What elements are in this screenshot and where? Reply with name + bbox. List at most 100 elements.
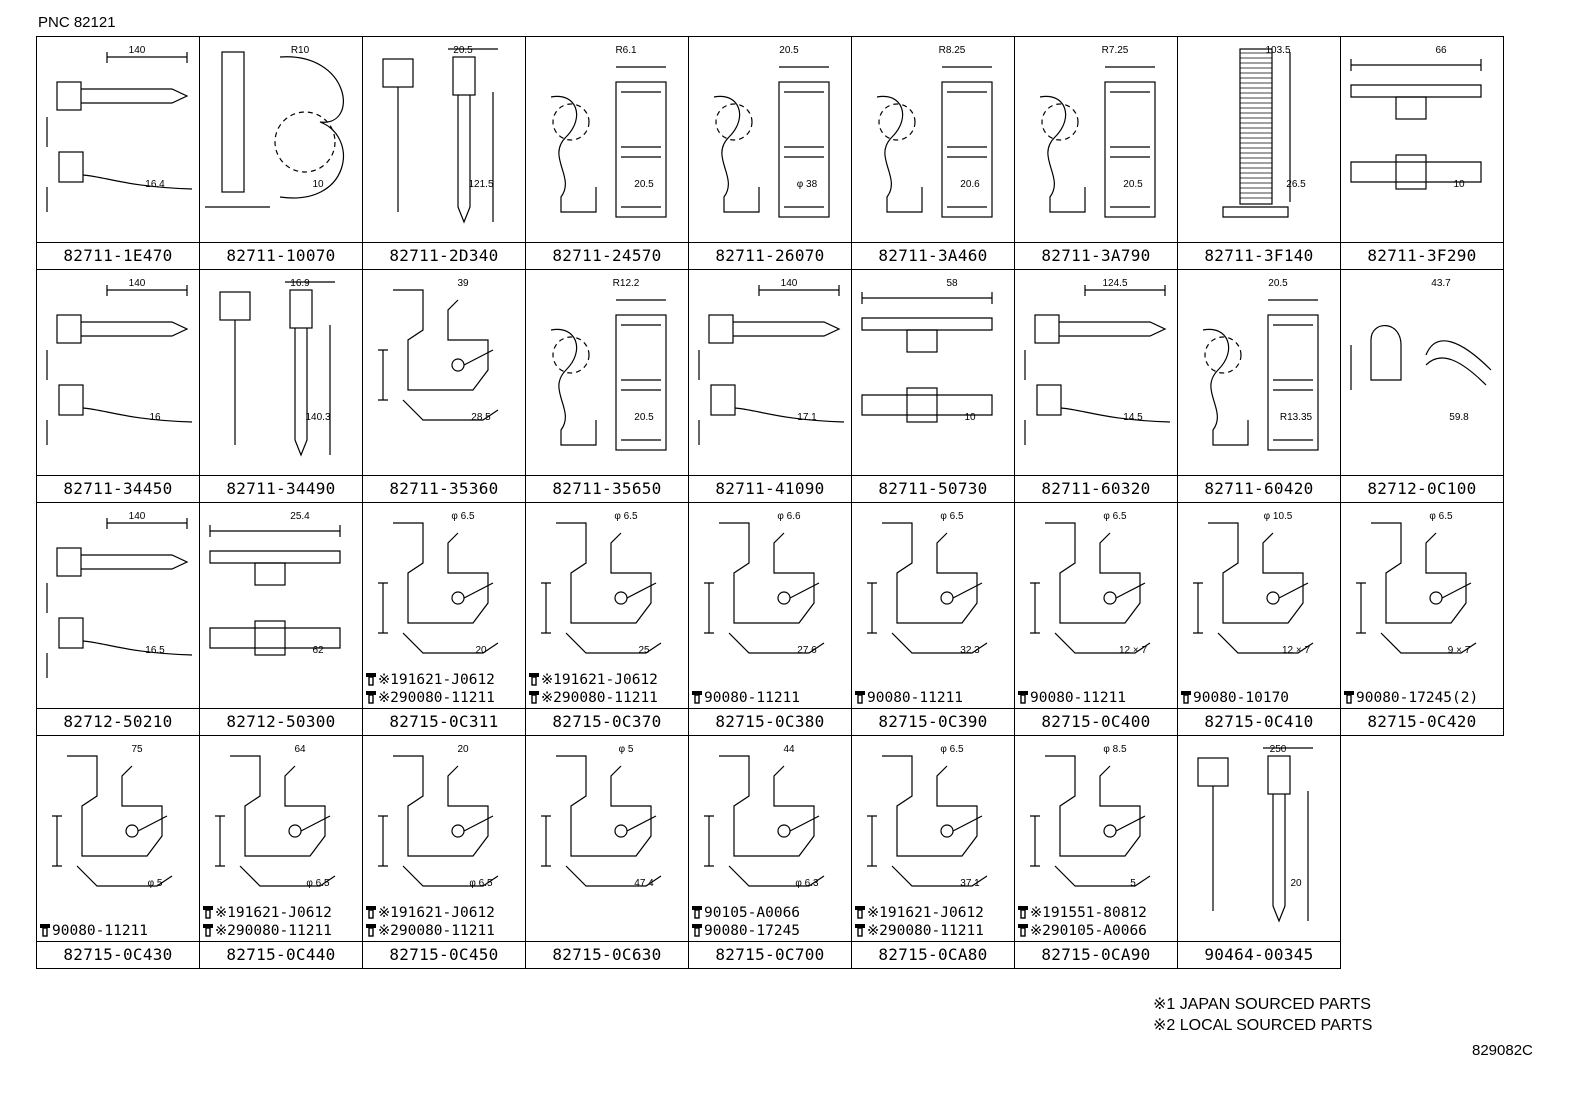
part-number: 82715-0C311	[363, 708, 525, 735]
part-number: 82715-0CA90	[1015, 941, 1177, 968]
bolt-icon	[855, 924, 865, 937]
dimension-label: φ 6.5	[469, 878, 493, 889]
bolt-list: ※191621-J0612※290080-11211	[365, 671, 525, 707]
bolt-icon	[40, 924, 50, 937]
dimension-label: 140	[129, 278, 146, 289]
part-number: 82711-26070	[689, 242, 851, 269]
dimension-label: 25.4	[290, 511, 310, 522]
bolt-part-number: 90080-17245(2)	[1343, 689, 1503, 707]
part-number: 90464-00345	[1178, 941, 1340, 968]
dimension-label: 16	[149, 412, 161, 423]
bracket-drawing: 75φ 5	[52, 744, 173, 889]
dimension-label: 20.5	[634, 412, 654, 423]
bolt-list: ※191621-J0612※290080-11211	[854, 904, 1014, 940]
bolt-icon	[692, 924, 702, 937]
dimension-label: 17.1	[797, 412, 817, 423]
part-number: 82715-0C400	[1015, 708, 1177, 735]
dimension-label: 58	[946, 278, 958, 289]
part-number: 82715-0CA80	[852, 941, 1014, 968]
bolt-icon	[366, 924, 376, 937]
bolt-icon	[366, 906, 376, 919]
bolt-icon	[1018, 924, 1028, 937]
bracket-drawing: φ 6.520	[378, 511, 499, 656]
dimension-label: φ 10.5	[1264, 511, 1293, 522]
dimension-label: 12 × 7	[1119, 645, 1148, 656]
bolt-icon	[1018, 906, 1028, 919]
dimension-label: φ 6.6	[777, 511, 801, 522]
bolt-icon	[855, 691, 865, 704]
elbow-drawing: 43.759.8	[1350, 278, 1492, 423]
part-number: 82711-2D340	[363, 242, 525, 269]
bolt-icon	[1181, 691, 1191, 704]
bolt-list: ※191551-80812※290105-A0066	[1017, 904, 1177, 940]
bolt-icon	[1344, 691, 1354, 704]
bolt-part-number: ※290080-11211	[854, 922, 1014, 940]
dimension-label: R7.25	[1102, 45, 1129, 56]
bolt-list: 90080-11211	[1017, 689, 1177, 707]
dimension-label: φ 6.3	[795, 878, 819, 889]
bracket-drawing: φ 6.537.1	[867, 744, 988, 889]
bolt-list: 90080-10170	[1180, 689, 1340, 707]
bolt-icon	[855, 906, 865, 919]
bracket-drawing: φ 10.512 × 7	[1193, 511, 1314, 656]
dimension-label: 16.4	[145, 179, 165, 190]
part-number: 82711-60420	[1178, 475, 1340, 502]
illustration-code: 829082C	[1472, 1042, 1533, 1059]
bracket-drawing: φ 6.5 12 × 7	[1030, 511, 1151, 656]
dimension-label: 32.3	[960, 645, 980, 656]
dimension-label: 27.6	[797, 645, 817, 656]
dimension-label: 10	[312, 179, 324, 190]
part-number: 82712-50210	[37, 708, 199, 735]
dimension-label: φ 6.5	[1103, 511, 1127, 522]
dimension-label: 14.5	[1123, 412, 1143, 423]
clamp-drawing: R6.120.5	[550, 45, 667, 218]
part-number: 82715-0C420	[1341, 708, 1503, 735]
dimension-label: R12.2	[613, 278, 640, 289]
clip-drawing: 140 16	[46, 278, 193, 445]
bolt-part-number: 90080-11211	[39, 922, 199, 940]
bracket-drawing: 64φ 6.5	[215, 744, 336, 889]
part-number: 82712-0C100	[1341, 475, 1503, 502]
dimension-label: 39	[457, 278, 469, 289]
